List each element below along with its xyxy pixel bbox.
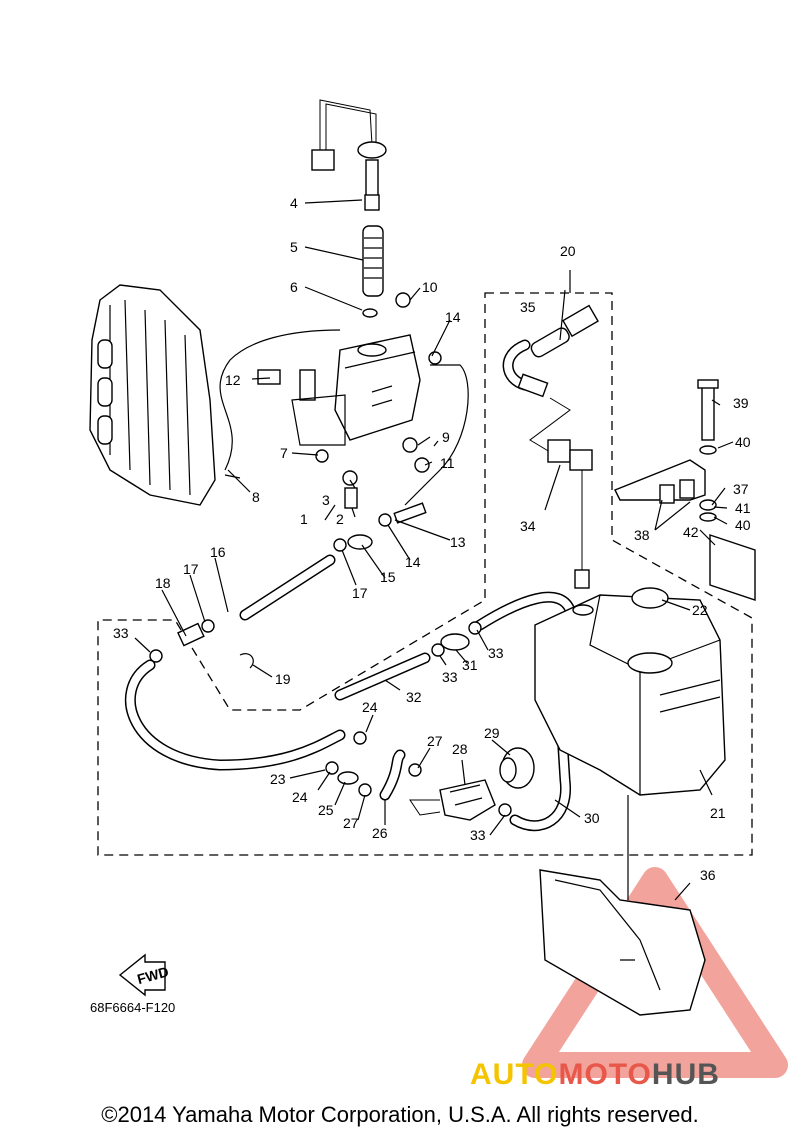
callout-32: 32 — [406, 689, 422, 705]
callout-13: 13 — [450, 534, 466, 550]
watermark-logo: AUTOMOTOHUB — [470, 1058, 720, 1091]
filter-assembly — [502, 304, 599, 616]
callout-9: 9 — [442, 429, 450, 445]
bracket-37 — [614, 379, 719, 522]
callout-17b: 17 — [352, 585, 368, 601]
sub-oil-tank — [257, 334, 421, 463]
main-oil-tank — [534, 587, 726, 796]
callout-3: 3 — [322, 492, 330, 508]
callout-39: 39 — [733, 395, 749, 411]
callout-27b: 27 — [343, 815, 359, 831]
callout-17a: 17 — [183, 561, 199, 577]
callout-27a: 27 — [427, 733, 443, 749]
hose-13-line — [404, 364, 469, 506]
callout-28: 28 — [452, 741, 468, 757]
callout-11: 11 — [440, 455, 455, 471]
callout-24a: 24 — [362, 699, 378, 715]
callout-14a: 14 — [445, 309, 461, 325]
callout-33a: 33 — [113, 625, 129, 641]
mounting-bracket — [539, 795, 706, 1016]
callout-36: 36 — [700, 867, 716, 883]
callout-24b: 24 — [292, 789, 308, 805]
callout-33d: 33 — [470, 827, 486, 843]
callout-37: 37 — [733, 481, 749, 497]
callout-42: 42 — [683, 524, 699, 540]
leader-lines — [134, 199, 734, 901]
callout-26: 26 — [372, 825, 388, 841]
callout-35: 35 — [520, 299, 536, 315]
fwd-arrow: FWD — [118, 953, 170, 997]
callout-10: 10 — [422, 279, 438, 295]
hose-13-end — [393, 502, 427, 524]
drawing-code: 68F6664-F120 — [90, 1000, 176, 1015]
callout-31: 31 — [462, 657, 478, 673]
callout-30: 30 — [584, 810, 600, 826]
callout-6: 6 — [290, 279, 298, 295]
callout-8: 8 — [252, 489, 260, 505]
callout-2: 2 — [336, 511, 344, 527]
callout-15: 15 — [380, 569, 396, 585]
callout-29: 29 — [484, 725, 500, 741]
fittings-left — [149, 619, 254, 669]
callout-40b: 40 — [735, 517, 751, 533]
callout-38: 38 — [634, 527, 650, 543]
callout-19: 19 — [275, 671, 291, 687]
callout-14b: 14 — [405, 554, 421, 570]
callout-41: 41 — [735, 500, 751, 516]
callout-12: 12 — [225, 372, 241, 388]
callout-34: 34 — [520, 518, 536, 534]
callout-7: 7 — [280, 445, 288, 461]
level-sensor — [311, 99, 387, 318]
callout-18: 18 — [155, 575, 171, 591]
dashed-group-outlines — [97, 292, 753, 856]
fittings-31-33 — [325, 621, 482, 797]
copyright-notice: ©2014 Yamaha Motor Corporation, U.S.A. A… — [101, 1102, 699, 1127]
callout-4: 4 — [290, 195, 298, 211]
callout-1: 1 — [300, 511, 308, 527]
callout-25: 25 — [318, 802, 334, 818]
callout-33b: 33 — [488, 645, 504, 661]
fuel-pump — [409, 779, 496, 821]
callout-labels: 1 2 3 4 5 6 7 8 9 10 11 12 13 14 14 15 1… — [113, 195, 751, 883]
hose-8-line — [219, 329, 341, 471]
svg-text:FWD: FWD — [135, 963, 170, 987]
callout-22: 22 — [692, 602, 708, 618]
callout-20: 20 — [560, 243, 576, 259]
callout-23: 23 — [270, 771, 286, 787]
hose-8-end — [224, 474, 241, 479]
callout-16: 16 — [210, 544, 226, 560]
engine-cover — [89, 284, 216, 506]
fittings-mid — [333, 292, 442, 552]
callout-40a: 40 — [735, 434, 751, 450]
callout-5: 5 — [290, 239, 298, 255]
callout-33c: 33 — [442, 669, 458, 685]
plate-42 — [709, 534, 756, 601]
callout-21: 21 — [710, 805, 726, 821]
filler-cap — [499, 747, 535, 789]
